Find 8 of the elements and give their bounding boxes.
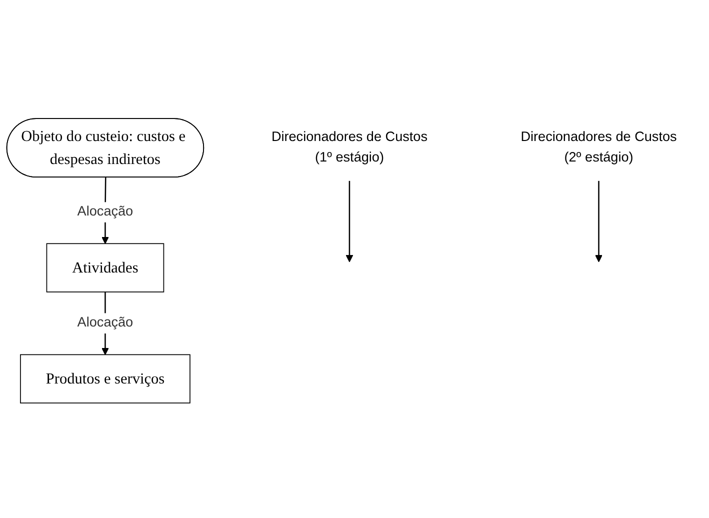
node-text: Direcionadores de Custos (1º estágio) — [271, 130, 428, 165]
node-text: Direcionadores de Custos (2º estágio) — [520, 130, 677, 165]
edge-label: Alocação — [77, 316, 134, 330]
node-box: Produtos e serviços — [20, 354, 190, 404]
arrow — [595, 181, 602, 262]
arrow — [346, 181, 354, 262]
node-box: Atividades — [46, 243, 164, 292]
edge-label: Alocação — [77, 204, 134, 220]
